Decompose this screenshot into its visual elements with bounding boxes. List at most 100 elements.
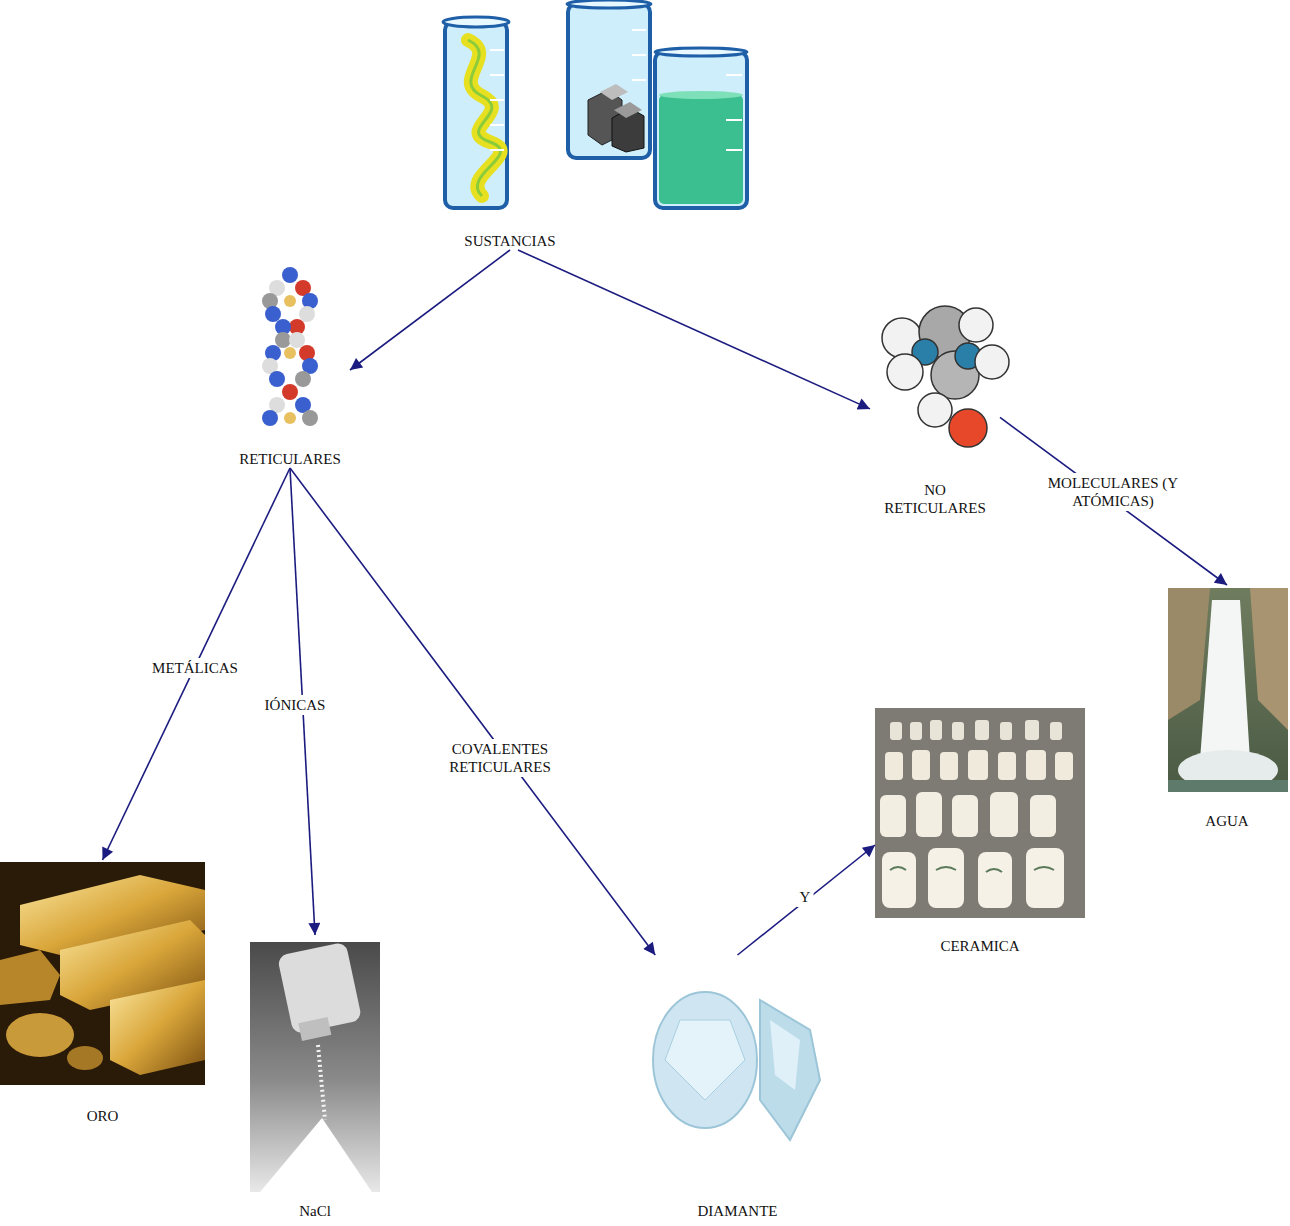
gold-photo (0, 862, 205, 1085)
figure-node: NaCl (250, 935, 380, 1220)
diamond-illustration-part (760, 1000, 820, 1140)
beakers-illustration-part (655, 52, 747, 208)
ceramics-photo-part (1000, 722, 1012, 740)
beakers-illustration-part (659, 91, 743, 99)
ceramics-photo-part (1025, 720, 1039, 740)
diamond-illustration-part (665, 1020, 745, 1100)
beakers-illustration-part (600, 84, 628, 100)
beakers-illustration-part (468, 40, 501, 196)
dna-illustration-part (269, 371, 285, 387)
diamond-illustration (653, 992, 820, 1140)
beakers-illustration-part (632, 29, 646, 31)
figure-node: ORO (0, 860, 205, 1125)
salt-photo-part (318, 1045, 325, 1120)
dna-illustration-part (295, 371, 311, 387)
ceramics-photo-part (916, 792, 942, 837)
gold-photo-part (6, 1013, 74, 1057)
beakers-illustration-part (659, 95, 743, 204)
salt-photo-part (250, 942, 380, 1192)
beakers-illustration-part (726, 119, 742, 121)
salt-photo-part (260, 1118, 372, 1192)
dna-illustration-part (262, 410, 278, 426)
salt-photo-part (298, 1017, 331, 1041)
ceramics-photo-part (990, 792, 1018, 837)
beakers-illustration-part (655, 48, 747, 56)
molecule-illustration-part (949, 409, 987, 447)
ceramics-photo-part (975, 720, 989, 740)
figure-caption: DIAMANTE (698, 1202, 778, 1220)
beakers-illustration-part (568, 4, 650, 158)
edge-label: METÁLICAS (149, 658, 241, 678)
ceramics-photo-part (998, 752, 1016, 780)
connector-arrow (738, 845, 876, 955)
ceramics-photo-part (968, 750, 988, 780)
gold-photo-part (0, 950, 60, 1005)
dna-illustration (262, 267, 318, 426)
connector-arrow (290, 468, 655, 955)
ceramics-photo-part (928, 848, 964, 908)
figure-node: SUSTANCIAS (430, 0, 590, 250)
ceramics-photo-part (890, 867, 1054, 872)
figure-caption: NO RETICULARES (880, 481, 990, 517)
beakers-illustration-part (490, 49, 504, 51)
figure-caption: ORO (87, 1107, 119, 1125)
dna-illustration-part (265, 306, 281, 322)
dna-illustration-part (299, 306, 315, 322)
beakers-illustration-part (632, 79, 646, 81)
beakers-illustration-part (726, 149, 742, 151)
salt-photo (250, 942, 380, 1192)
connector-arrow (103, 468, 291, 860)
edge-label: Y (797, 887, 814, 907)
ceramics-photo-part (1030, 795, 1056, 837)
figure-caption: CERAMICA (940, 937, 1019, 955)
ceramics-photo-part (890, 722, 902, 740)
ceramics-photo (875, 708, 1085, 918)
ceramics-photo-part (940, 752, 958, 780)
ceramics-photo-part (875, 708, 1085, 918)
figure-caption: RETICULARES (239, 450, 341, 468)
molecule-illustration (882, 306, 1009, 447)
waterfall-photo-part (1200, 600, 1250, 760)
ceramics-photo-part (1050, 722, 1062, 740)
molecule-illustration-part (959, 308, 993, 342)
figure-node: CERAMICA (875, 705, 1085, 955)
figure-node: AGUA (1168, 585, 1286, 830)
ceramics-photo-part (952, 795, 978, 837)
gold-photo-part (110, 980, 205, 1075)
ceramics-photo-part (882, 852, 916, 908)
connector-arrow (518, 250, 870, 409)
dna-illustration-part (284, 412, 296, 424)
figure-node: DIAMANTE (650, 955, 825, 1220)
connector-arrow (350, 250, 510, 370)
diamond-illustration-part (770, 1020, 800, 1090)
connector-arrow (1000, 417, 1227, 585)
beakers-illustration-part (614, 102, 642, 118)
figure-node: RETICULARES (230, 268, 350, 468)
beakers-illustration-part (445, 22, 507, 208)
gold-photo-part (0, 862, 205, 1085)
waterfall-photo-part (1168, 780, 1288, 792)
gold-photo-part (67, 1046, 103, 1070)
beakers-illustration-part (490, 99, 504, 101)
waterfall-photo (1168, 588, 1288, 792)
dna-illustration-part (284, 295, 296, 307)
ceramics-photo-part (912, 750, 930, 780)
ceramics-photo-part (880, 795, 906, 837)
figure-caption: NaCl (299, 1202, 331, 1220)
waterfall-photo-part (1168, 588, 1288, 792)
figure-caption: SUSTANCIAS (464, 232, 555, 250)
waterfall-photo-part (1168, 588, 1210, 720)
ceramics-photo-part (952, 722, 964, 740)
edge-label: COVALENTES RETICULARES (432, 739, 568, 777)
ceramics-photo-part (1026, 848, 1064, 908)
ceramics-photo-part (978, 852, 1012, 908)
beakers-illustration-part (443, 17, 509, 27)
molecule-illustration-part (887, 354, 923, 390)
beakers-illustration-part (490, 74, 504, 76)
dna-illustration-part (282, 267, 298, 283)
figure-caption: AGUA (1205, 812, 1248, 830)
dna-illustration-part (302, 410, 318, 426)
